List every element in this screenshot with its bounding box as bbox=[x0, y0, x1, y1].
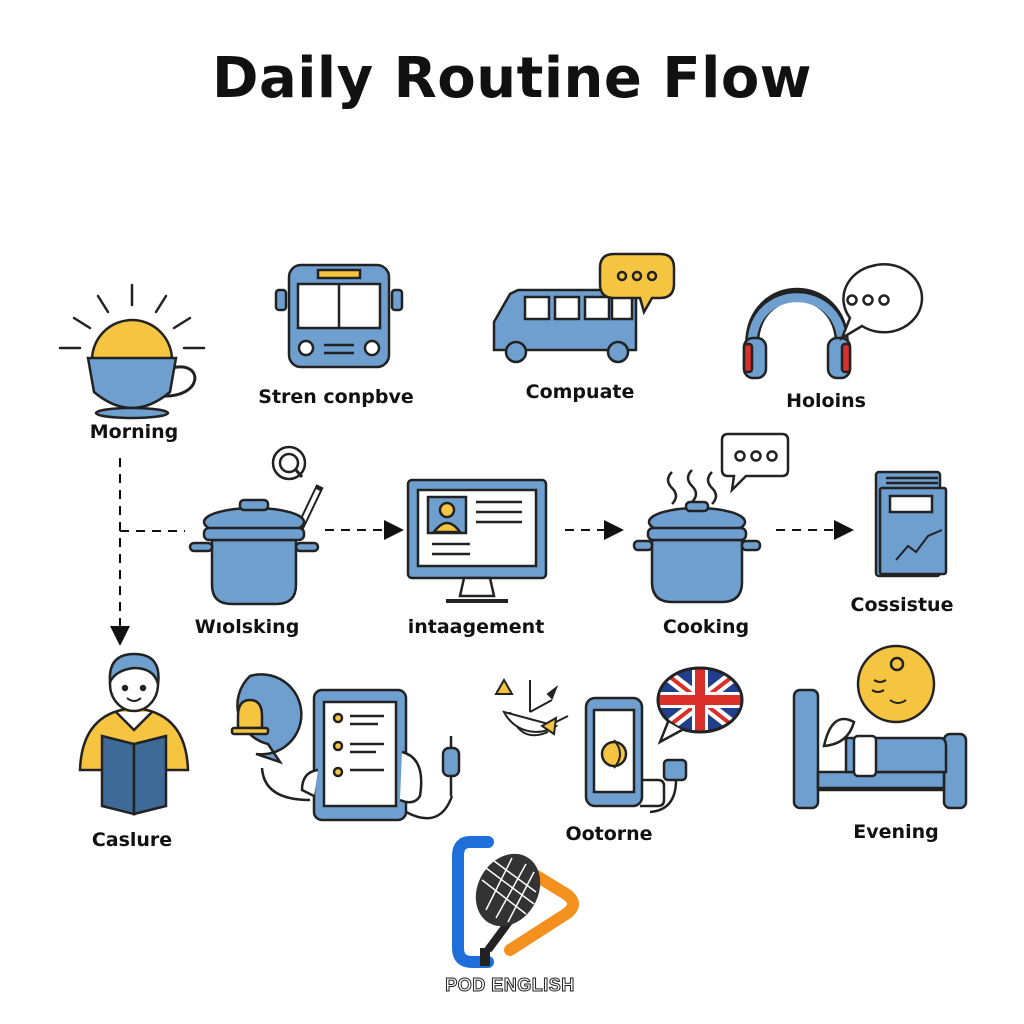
van-icon bbox=[492, 288, 638, 364]
brand-name: POD ENGLISH bbox=[445, 975, 575, 996]
node-label-computer: intaagement bbox=[407, 616, 545, 638]
bus-icon bbox=[274, 263, 404, 369]
node-label-morning: Morning bbox=[89, 421, 179, 443]
phone-icon bbox=[584, 696, 688, 814]
reading-person-icon bbox=[78, 652, 190, 816]
node-label-wolsking: Wıolsking bbox=[194, 616, 300, 638]
flow-connectors bbox=[110, 458, 854, 646]
bed-moon-icon bbox=[792, 644, 968, 810]
node-label-headphones: Holoins bbox=[786, 390, 866, 412]
microphone-logo-icon bbox=[452, 836, 579, 968]
speech-bubble-icon bbox=[720, 432, 790, 494]
node-label-reading: Caslure bbox=[91, 829, 173, 851]
computer-icon bbox=[406, 478, 548, 603]
node-label-phone: Ootorne bbox=[565, 823, 653, 845]
uk-flag-bubble-icon bbox=[656, 666, 744, 745]
tablet-icon bbox=[300, 688, 461, 822]
node-label-bus: Stren conpbve bbox=[258, 386, 414, 408]
headphones-icon bbox=[742, 287, 852, 380]
pot-icon bbox=[188, 445, 324, 606]
book-chart-icon bbox=[874, 470, 948, 578]
bell-bubble-icon bbox=[230, 673, 311, 802]
node-label-compute: Compuate bbox=[525, 381, 635, 403]
node-label-evening: Evening bbox=[853, 821, 939, 843]
speech-bubble-icon bbox=[839, 263, 924, 341]
speech-bubble-icon bbox=[598, 252, 676, 316]
geometry-icon bbox=[494, 677, 569, 737]
cooking-pot-icon bbox=[632, 469, 762, 604]
sun-cup-icon bbox=[58, 283, 206, 420]
node-label-cooking: Cooking bbox=[662, 616, 750, 638]
page-title: Daily Routine Flow bbox=[211, 46, 813, 111]
node-label-book: Cossistue bbox=[850, 594, 954, 616]
